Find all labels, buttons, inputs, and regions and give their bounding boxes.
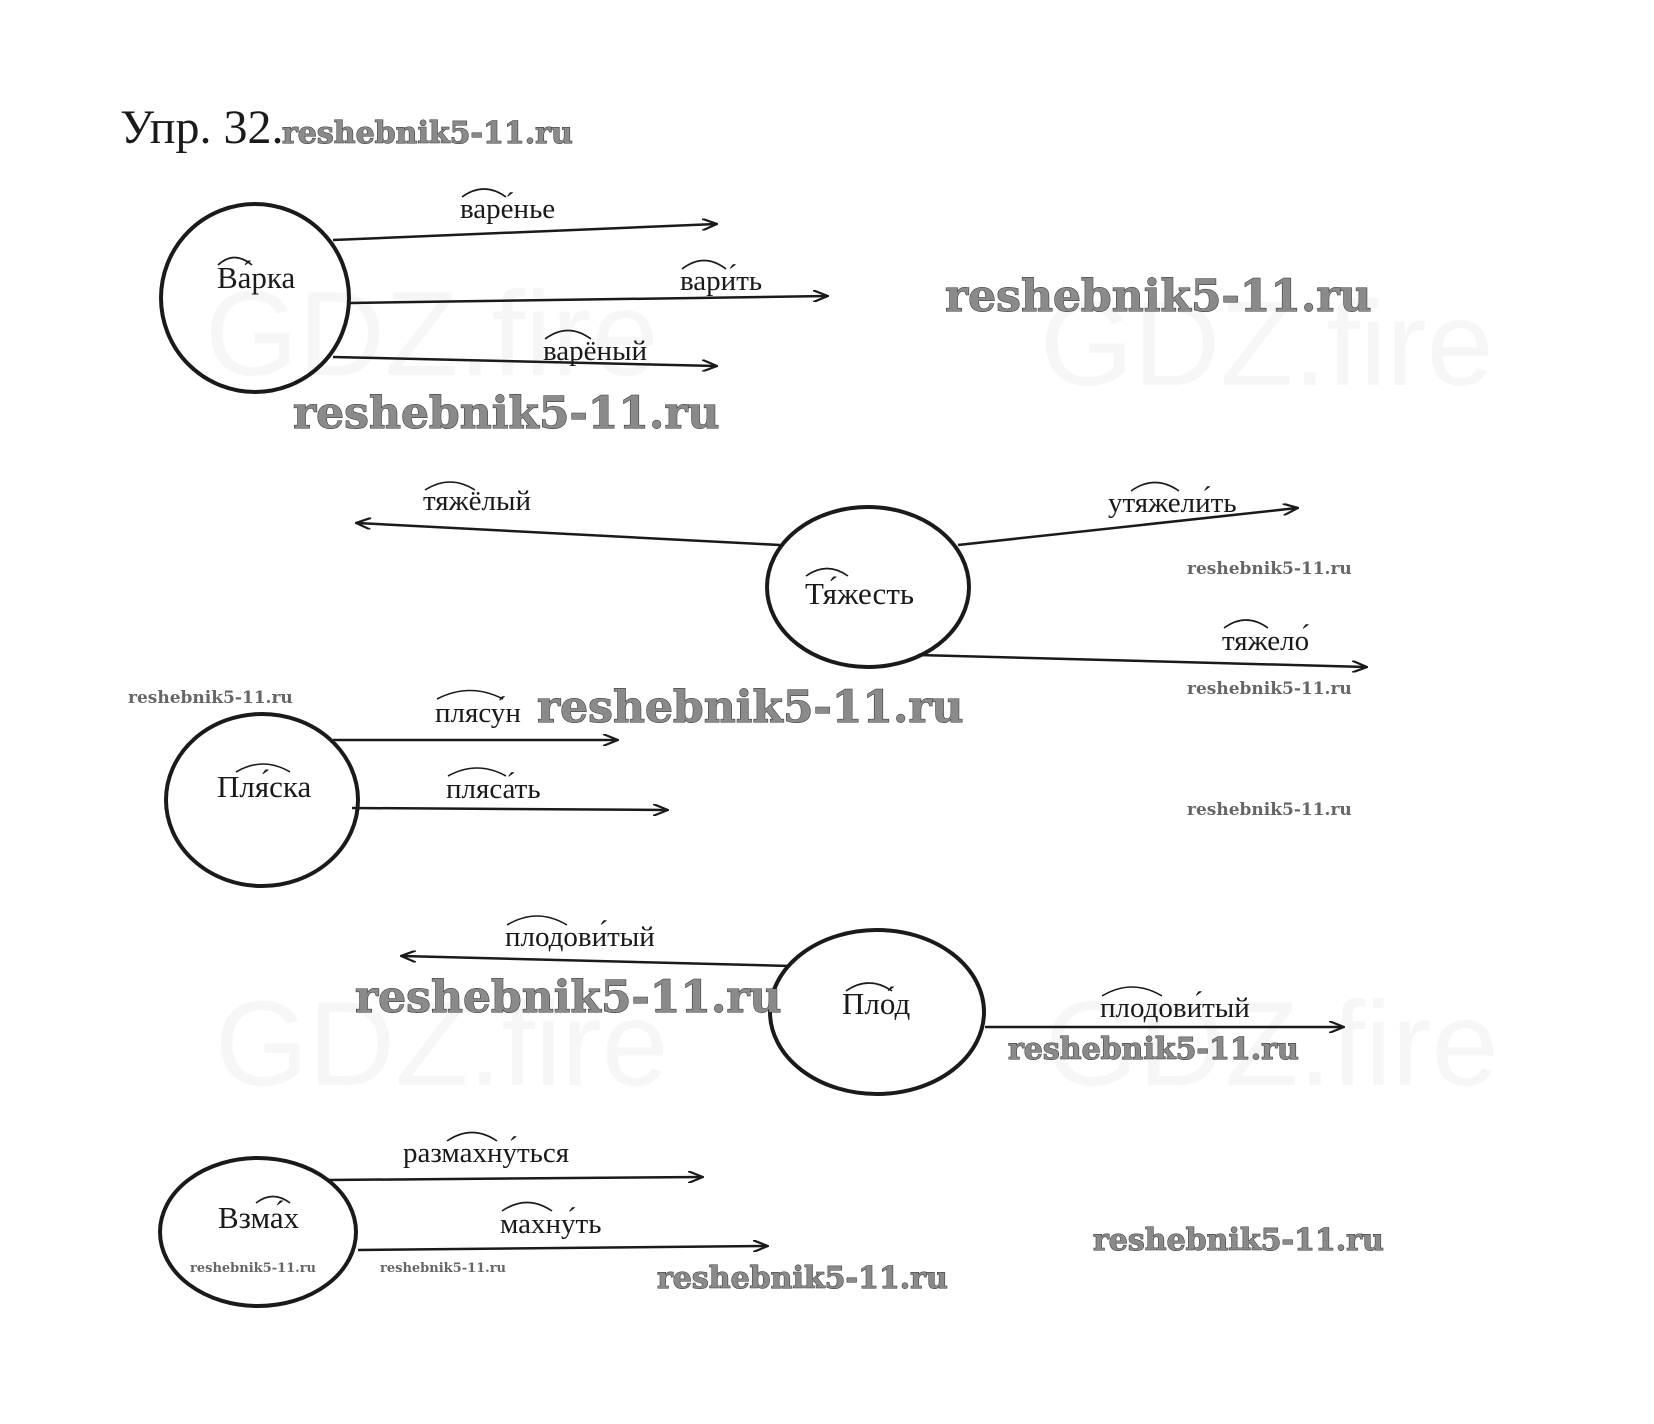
derivative-word: пляса́ть (446, 771, 541, 805)
root-arc (446, 1131, 498, 1142)
watermark: reshebnik5-11.ru (355, 972, 782, 1023)
watermark: reshebnik5-11.ru (1093, 1223, 1384, 1258)
derivative-word: варёный (543, 335, 647, 367)
ghost-watermark: GDZ.fire (1045, 977, 1498, 1111)
group-4-circle (768, 928, 986, 1096)
arrow (332, 355, 716, 366)
group-1-center-word: Ва́рка (217, 259, 296, 295)
group-2-center-word: Тя́жесть (805, 575, 914, 611)
watermark: reshebnik5-11.ru (1008, 1032, 1299, 1067)
ghost-watermark: GDZ.fire (215, 977, 668, 1111)
root-arc (1130, 481, 1180, 492)
root-arc (255, 1195, 291, 1204)
arrow (917, 653, 1366, 667)
derivative-word: тяжёлый (423, 485, 531, 517)
arrow (957, 508, 1297, 547)
root-arc (436, 689, 504, 700)
group-3-circle (164, 712, 360, 888)
arrow (326, 1177, 702, 1180)
derivative-word: плодови́тый (1100, 990, 1250, 1024)
group-5-circle (158, 1156, 358, 1308)
root-arc (805, 567, 849, 577)
watermark: reshebnik5-11.ru (945, 271, 1372, 322)
root-arc (1101, 986, 1163, 997)
root-arc (217, 256, 253, 266)
derivative-word: размахну́ться (403, 1135, 569, 1169)
group-4-center-word: Пло́д (842, 985, 910, 1021)
watermark: reshebnik5-11.ru (293, 388, 720, 439)
watermark-small: reshebnik5-11.ru (190, 1261, 316, 1276)
root-arc (461, 188, 507, 198)
root-arc (1223, 619, 1269, 629)
title-watermark: reshebnik5-11.ru (282, 116, 573, 151)
derivative-word: махну́ть (500, 1206, 601, 1240)
derivative-word: варе́нье (460, 191, 555, 225)
derivative-word: плодови́тый (505, 919, 655, 953)
arrow (357, 523, 781, 547)
root-arc (845, 982, 893, 992)
root-arc (235, 763, 291, 773)
watermark-small: reshebnik5-11.ru (1187, 559, 1352, 579)
watermark: reshebnik5-11.ru (657, 1261, 948, 1296)
root-arc (447, 767, 507, 777)
ghost-watermark: GDZ.fire (1040, 277, 1493, 411)
exercise-title: Упр. 32. (120, 101, 283, 154)
watermark: reshebnik5-11.ru (537, 682, 964, 733)
root-arc (501, 1201, 553, 1212)
root-arc (424, 481, 476, 491)
derivative-word: вари́ть (680, 263, 762, 297)
arrow (332, 224, 716, 242)
arrow (349, 296, 827, 305)
derivative-word: тяжело́ (1222, 623, 1309, 657)
arrow (351, 808, 667, 810)
root-arc (544, 329, 592, 340)
derivative-word: плясу́н (435, 695, 521, 729)
group-3-center-word: Пля́ска (217, 768, 311, 804)
group-2-circle (765, 505, 971, 669)
derivative-word: утяжели́ть (1108, 485, 1237, 519)
root-arc (506, 915, 568, 926)
watermark-small: reshebnik5-11.ru (128, 688, 293, 708)
watermark-small: reshebnik5-11.ru (380, 1261, 506, 1276)
arrow (402, 956, 791, 968)
watermark-small: reshebnik5-11.ru (1187, 679, 1352, 699)
root-arc (681, 259, 727, 270)
group-5-center-word: Взма́х (218, 1199, 300, 1235)
group-1-circle (159, 202, 351, 394)
watermark-small: reshebnik5-11.ru (1187, 800, 1352, 820)
arrow (357, 1246, 767, 1250)
